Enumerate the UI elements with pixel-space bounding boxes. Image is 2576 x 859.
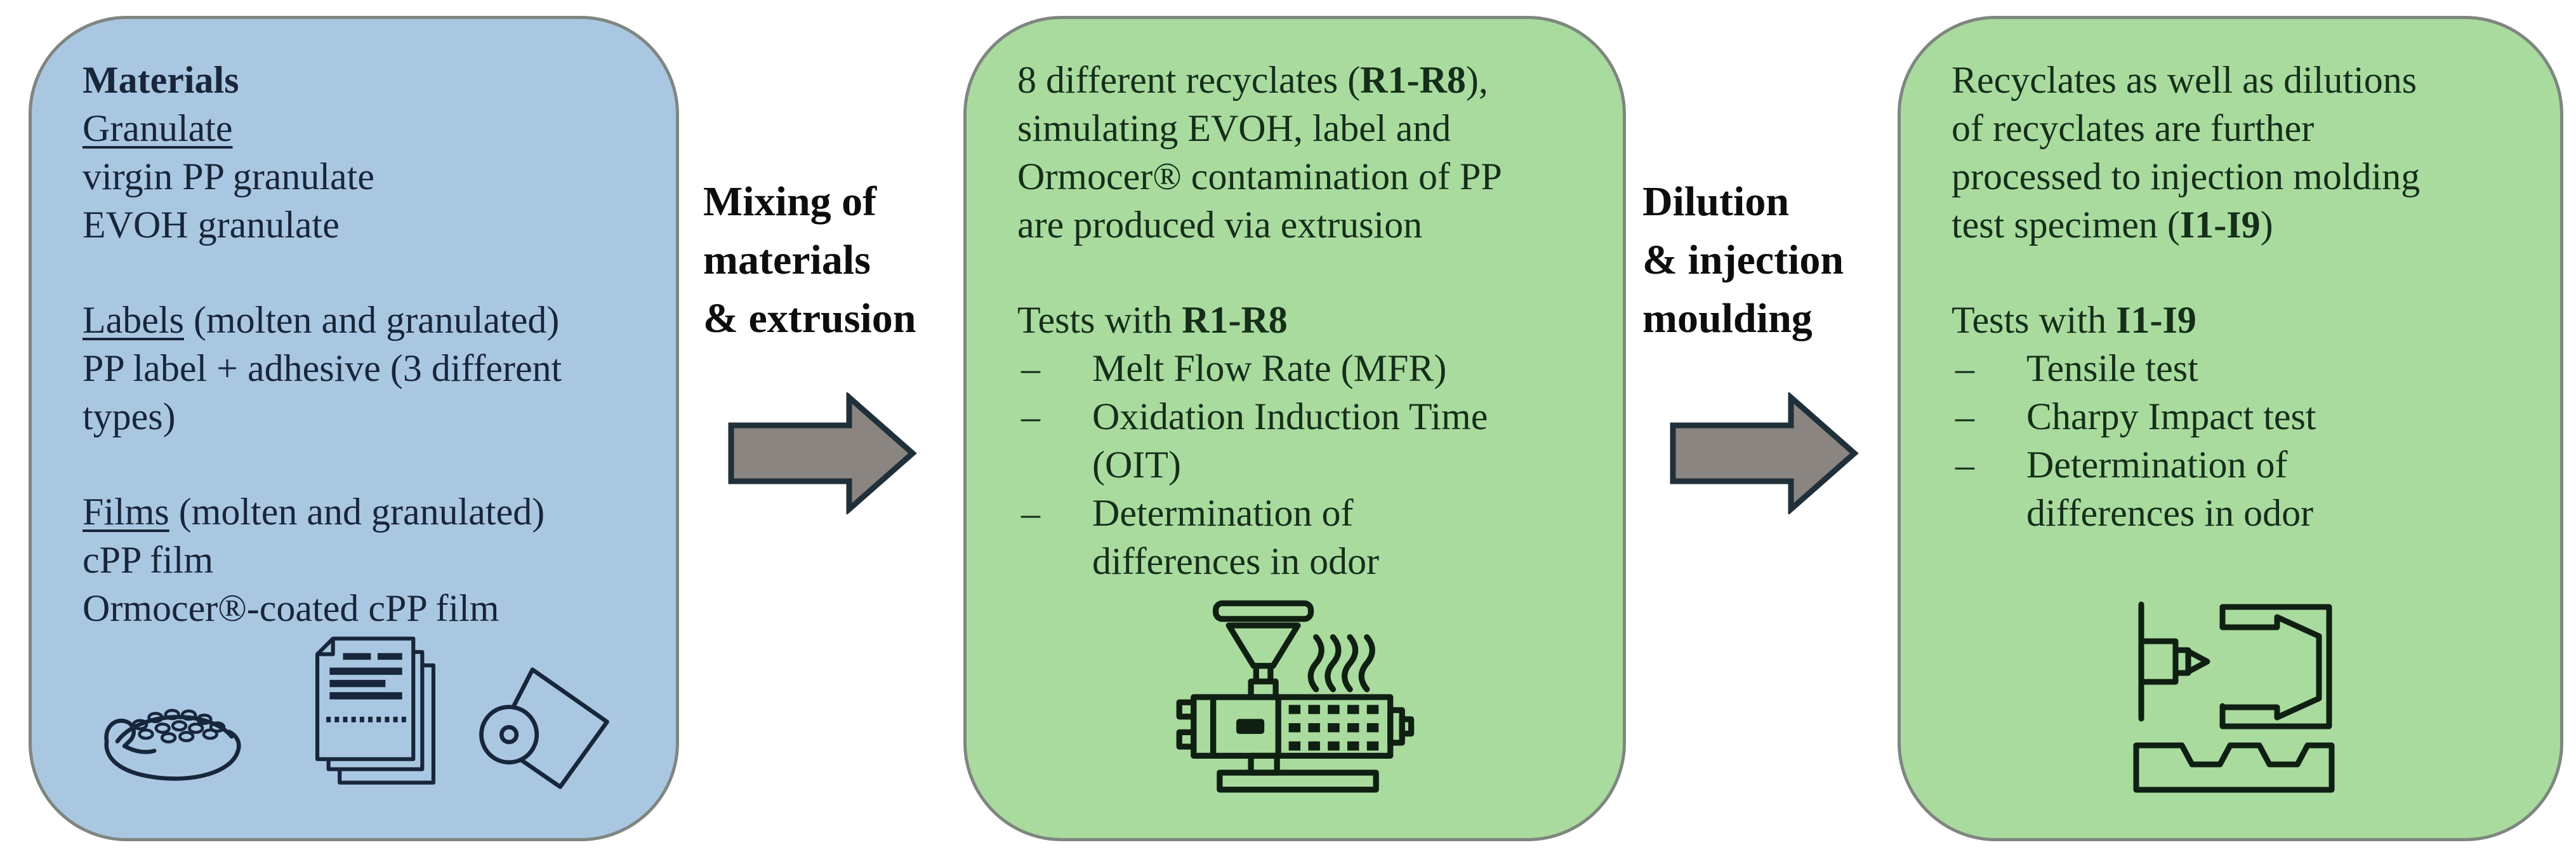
materials-box: Materials Granulate virgin PP granulate …: [29, 16, 679, 841]
labels-heading: Labels (molten and granulated): [83, 299, 560, 341]
recyclates-paragraph: 8 different recyclates (R1-R8), simulati…: [1017, 59, 1502, 246]
specimen-box: Recyclates as well as dilutions of recyc…: [1898, 16, 2563, 841]
injection-moulding-icon: [2126, 598, 2342, 813]
film-roll-icon: [470, 655, 619, 795]
list-item: – Oxidation Induction Time (OIT): [1021, 396, 1488, 486]
list-item: – Determination of differences in odor: [1021, 492, 1380, 582]
heat-waves-icon: [1307, 634, 1375, 693]
right-block-arrow-icon: [727, 392, 918, 514]
dilution-injection-label: Dilution & injection moulding: [1642, 178, 1844, 342]
extruder-icon: [1174, 599, 1422, 813]
labels-line: types): [83, 396, 176, 437]
recyclates-box: 8 different recyclates (R1-R8), simulati…: [963, 16, 1626, 841]
materials-icons: [83, 633, 631, 813]
specimen-paragraph: Recyclates as well as dilutions of recyc…: [1952, 59, 2421, 246]
materials-title: Materials: [83, 59, 239, 101]
list-item: – Determination of differences in odor: [1955, 444, 2314, 534]
labels-line: PP label + adhesive (3 different: [83, 347, 562, 389]
films-heading: Films (molten and granulated): [83, 491, 545, 533]
list-item: – Melt Flow Rate (MFR): [1021, 347, 1447, 389]
tests-heading: Tests with R1-R8: [1017, 299, 1288, 341]
films-line: Ormocer®-coated cPP film: [83, 587, 499, 629]
spacer: [1952, 249, 2516, 296]
granulate-heading: Granulate: [83, 107, 233, 149]
granulate-line: virgin PP granulate: [83, 156, 374, 197]
spacer: [83, 249, 631, 296]
spacer: [83, 441, 631, 488]
tests-heading: Tests with I1-I9: [1952, 299, 2196, 341]
granulate-line: EVOH granulate: [83, 204, 340, 246]
list-item: – Tensile test: [1955, 347, 2198, 389]
hand-holding-granulate-icon: [83, 652, 286, 795]
mixing-extrusion-label: Mixing of materials & extrusion: [703, 178, 916, 342]
films-line: cPP film: [83, 539, 214, 581]
label-sheets-icon: [301, 633, 454, 795]
right-block-arrow-icon: [1669, 392, 1859, 514]
spacer: [1017, 249, 1578, 296]
list-item: – Charpy Impact test: [1955, 396, 2316, 437]
